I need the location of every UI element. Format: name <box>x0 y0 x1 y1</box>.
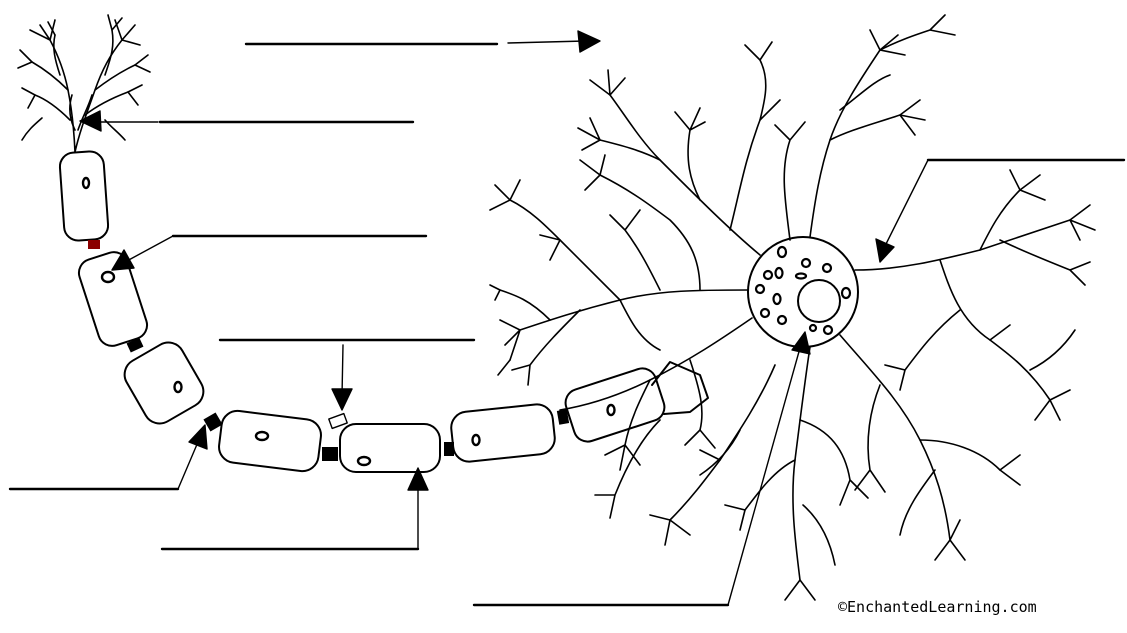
schwann-nuclei <box>83 178 615 465</box>
organelles <box>756 247 850 334</box>
dendrites <box>490 15 1095 600</box>
nucleus <box>798 280 840 322</box>
myelin-sheath <box>59 151 708 473</box>
soma <box>748 237 858 347</box>
copyright-text: ©EnchantedLearning.com <box>838 598 1037 616</box>
axon-terminals <box>18 15 150 152</box>
label-lines <box>10 44 1124 605</box>
pointer-arrows <box>80 31 928 605</box>
nodes-of-ranvier <box>88 240 569 461</box>
